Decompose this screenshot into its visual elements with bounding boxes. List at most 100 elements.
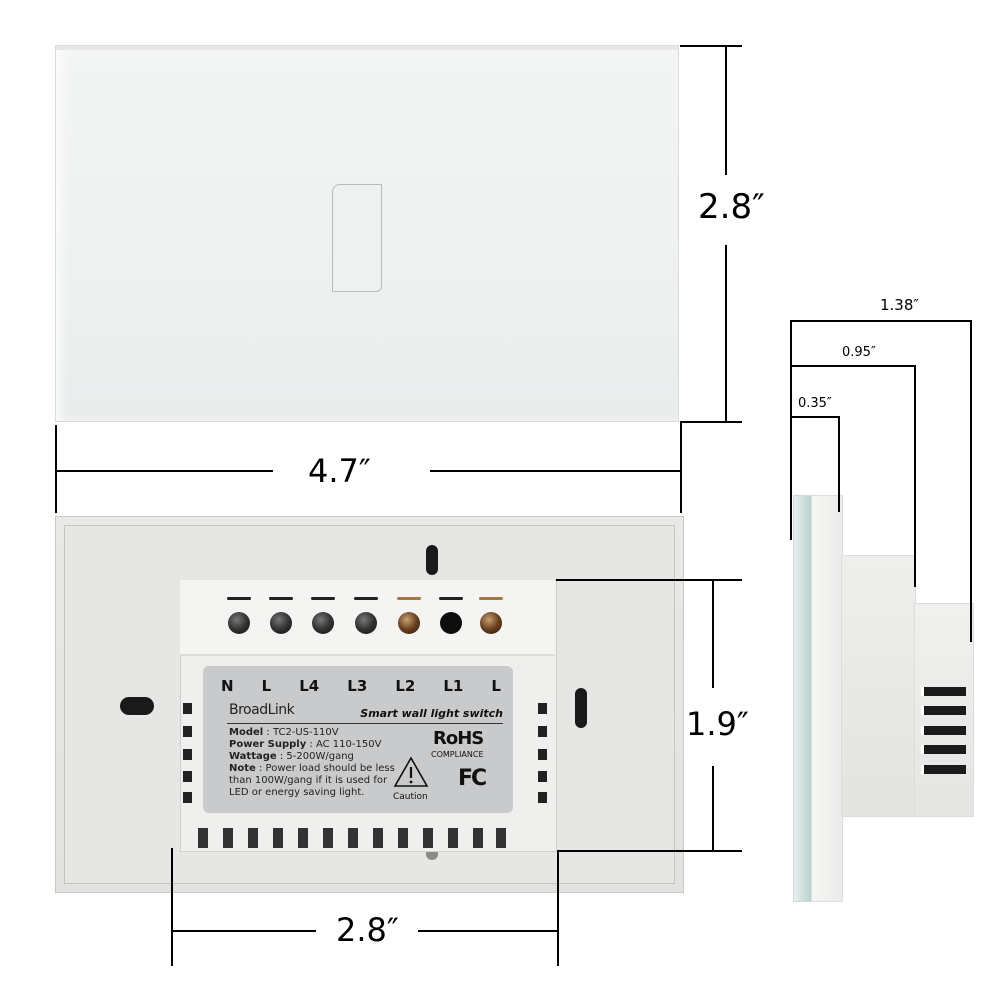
vent xyxy=(473,828,483,848)
vent xyxy=(273,828,283,848)
vent xyxy=(183,792,192,803)
dim-line-height-lower xyxy=(712,766,714,852)
spec-model: Model : TC2-US-110V xyxy=(229,727,339,738)
front-width-label: 4.7″ xyxy=(308,452,371,490)
screw-slot xyxy=(269,597,293,600)
vent xyxy=(223,828,233,848)
spec-note-line2: than 100W/gang if it is used for xyxy=(229,775,388,786)
dim-tick-right xyxy=(557,850,559,966)
vent xyxy=(398,828,408,848)
screw-slot xyxy=(227,597,251,600)
vent xyxy=(323,828,333,848)
side-vent xyxy=(921,687,966,696)
depth-mid-label: 0.95″ xyxy=(842,345,876,360)
terminal-width-label: 2.8″ xyxy=(336,911,399,949)
touch-key xyxy=(332,184,382,292)
product-label: N L L4 L3 L2 L1 L BroadLink Smart wall l… xyxy=(203,666,513,813)
dim-bracket-total-right xyxy=(970,320,972,642)
terminal-label: N xyxy=(221,677,234,695)
product-name: Smart wall light switch xyxy=(360,707,503,720)
dim-line-height-lower xyxy=(725,245,727,423)
side-vent xyxy=(921,745,966,754)
screw-terminal-l4 xyxy=(312,612,334,634)
dim-tick-right xyxy=(680,421,682,513)
vent xyxy=(538,703,547,714)
side-vent xyxy=(921,706,966,715)
screw-terminal-l3 xyxy=(355,612,377,634)
vent xyxy=(183,771,192,782)
screw-slot xyxy=(397,597,421,600)
mount-slot-top xyxy=(426,545,438,575)
dim-tick-top xyxy=(556,579,742,581)
dim-tick-left xyxy=(55,425,57,513)
spec-note: Note : Power load should be less xyxy=(229,763,395,774)
terminal-labels: N L L4 L3 L2 L1 L xyxy=(221,677,501,695)
vent xyxy=(183,703,192,714)
screw-terminal-l-out xyxy=(480,612,502,634)
dim-bracket-mid-right xyxy=(914,365,916,587)
side-vent xyxy=(921,726,966,735)
dim-bracket-glass-top xyxy=(790,416,840,418)
dim-tick-top xyxy=(680,45,742,47)
spec-note-line3: LED or energy saving light. xyxy=(229,787,365,798)
vent xyxy=(198,828,208,848)
dim-bracket-mid-top xyxy=(790,365,916,367)
side-frame xyxy=(811,495,843,902)
terminal-label: L1 xyxy=(443,677,464,695)
panel-top-edge xyxy=(56,46,678,50)
dim-line-width-right xyxy=(418,930,558,932)
dim-bracket-glass-right xyxy=(838,416,840,512)
front-glass-panel xyxy=(55,45,679,422)
screw-terminal-n xyxy=(228,612,250,634)
screw-terminal-l1 xyxy=(440,612,462,634)
screw-slot xyxy=(439,597,463,600)
vent xyxy=(448,828,458,848)
terminal-screw-row xyxy=(180,580,555,656)
dim-line-width-left xyxy=(55,470,273,472)
terminal-label: L xyxy=(491,677,501,695)
dim-line-width-right xyxy=(430,470,682,472)
terminal-label: L3 xyxy=(347,677,368,695)
front-height-label: 2.8″ xyxy=(698,187,765,227)
screw-slot xyxy=(354,597,378,600)
dim-tick-bottom xyxy=(680,421,742,423)
vent xyxy=(183,726,192,737)
depth-glass-label: 0.35″ xyxy=(798,396,832,411)
side-body-step1 xyxy=(841,555,916,817)
dim-bracket-total-top xyxy=(790,320,972,322)
dim-tick-left xyxy=(171,848,173,966)
caution-text: Caution xyxy=(393,792,428,802)
vent xyxy=(496,828,506,848)
screw-slot xyxy=(479,597,503,600)
vent xyxy=(423,828,433,848)
dim-tick-bottom xyxy=(557,850,742,852)
vent xyxy=(538,792,547,803)
screw-terminal-l xyxy=(270,612,292,634)
spec-wattage: Wattage : 5-200W/gang xyxy=(229,751,354,762)
vent xyxy=(183,749,192,760)
rohs-compliance-text: COMPLIANCE xyxy=(431,750,484,759)
fcc-mark: FC xyxy=(458,766,487,791)
rohs-mark: RoHS xyxy=(433,728,484,749)
dim-line-height-upper xyxy=(725,45,727,175)
vent xyxy=(538,771,547,782)
vent xyxy=(373,828,383,848)
terminal-label: L2 xyxy=(395,677,416,695)
mount-slot-right xyxy=(575,688,587,728)
dim-line-width-left xyxy=(171,930,316,932)
vent xyxy=(538,749,547,760)
vent xyxy=(538,726,547,737)
dim-bracket-left xyxy=(790,320,792,540)
dim-line-height-upper xyxy=(712,580,714,688)
terminal-label: L4 xyxy=(299,677,320,695)
side-vent xyxy=(921,765,966,774)
terminal-label: L xyxy=(261,677,272,695)
depth-total-label: 1.38″ xyxy=(880,296,920,314)
brand-logo: BroadLink xyxy=(229,702,295,718)
screw-terminal-l2 xyxy=(398,612,420,634)
vent xyxy=(298,828,308,848)
label-divider xyxy=(227,723,503,724)
screw-slot xyxy=(311,597,335,600)
side-glass-edge xyxy=(793,495,813,902)
vent xyxy=(248,828,258,848)
